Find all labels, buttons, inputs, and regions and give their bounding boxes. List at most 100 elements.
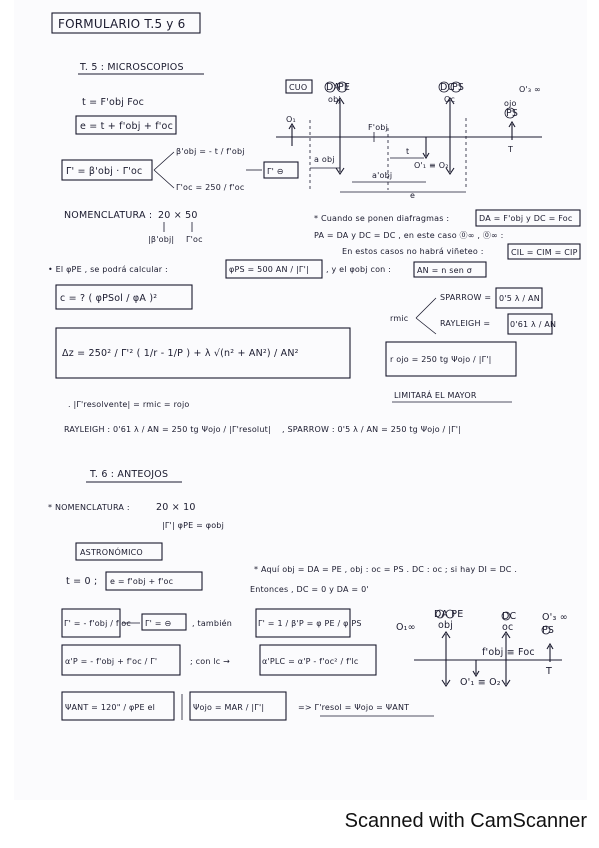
d2-o1o2-label: O'₁ ≡ O₂ [460, 677, 501, 688]
d2-final-arrowhead [546, 642, 554, 650]
d2-o1-label: O₁∞ [396, 622, 416, 633]
final-relation: => Γ'resol = Ψojo = ΨANT [298, 703, 409, 712]
astronomico-box [75, 542, 163, 561]
dc-marker [438, 81, 450, 93]
objective-lens-arrows [335, 97, 345, 175]
d2-dc-label: DC [502, 611, 517, 622]
beta-obj-def: β'obj = - t / f'obj [176, 147, 245, 156]
t6-e-box [105, 571, 203, 591]
delta-box-text: Δz = 250² / Γ'² ( 1/r - 1/P ) + λ √(n² +… [62, 348, 299, 359]
da-label: DA [326, 82, 340, 93]
final-image-arrowhead [508, 120, 516, 128]
sparrow-box [495, 287, 543, 309]
gamma-sign: Γ' ⊖ [267, 167, 284, 176]
d2-oc-label: oc [502, 622, 513, 633]
eq-e-box [75, 115, 177, 135]
telescope-diagram: O₁∞ DA PE obj DC oc O'₃ ∞ PS f'obj ≡ Foc [396, 609, 568, 688]
psi-ojo-box [189, 691, 287, 721]
notebook-sheet: FORMULARIO T.5 y 6 T. 5 : MICROSCOPIOS t… [14, 0, 587, 800]
obj-label: obj [328, 95, 341, 104]
scanner-watermark: Scanned with CamScanner [344, 810, 587, 832]
cuo-box [285, 79, 313, 94]
eyepiece-lens-arrows [445, 97, 455, 175]
phi-note-pre: • El φPE , se podrá calcular : [48, 265, 168, 274]
e-label: e [410, 191, 415, 200]
intermediate-image-arrowhead [422, 152, 430, 160]
ojo-label: ojo [504, 99, 517, 108]
diafragma-line2: PA = DA y DC = DC , en este caso ⓪∞ , ⓪∞… [314, 231, 504, 240]
alpha-lc-box [259, 644, 377, 676]
aobj-label: a obj [314, 155, 335, 164]
d2-dc-marker [501, 611, 511, 621]
t6-gamma-sign-box [141, 613, 187, 631]
t6-gamma2-box [255, 608, 351, 638]
eq-t: t = F'obj Foc [82, 97, 144, 108]
t6-gamma-box [61, 608, 121, 638]
phi-box-text: φPS = 500 AN / |Γ'| [229, 265, 309, 274]
sparrow-label: SPARROW = [440, 293, 491, 302]
ps2-marker [504, 107, 516, 119]
t6-nomenclature-label: * NOMENCLATURA : [48, 503, 130, 512]
rayleigh2-text: RAYLEIGH : 0'61 λ / AN = 250 tg Ψojo / |… [64, 425, 271, 434]
d2-ps-label: PS [542, 625, 554, 636]
gamma-sign-box [263, 161, 299, 179]
diafragma-box [475, 209, 581, 227]
fobj-label: F'obj [368, 123, 388, 132]
d2-intermediate-arrowhead [472, 670, 480, 678]
t6-nomenclature-sub: |Γ'| φPE = φobj [162, 521, 224, 530]
vineteo-box [507, 243, 581, 260]
t6-heading: T. 6 : ANTEOJOS [89, 469, 168, 480]
t-span-label: t [406, 147, 409, 156]
psi-ant-text: ΨANT = 120" / φPE el [65, 703, 155, 712]
an-box-text: AN = n sen σ [417, 266, 472, 275]
psi-ant-box [61, 691, 175, 721]
d2-pe-marker [445, 609, 455, 619]
gamma-oc-def: Γ'oc = 250 / f'oc [176, 183, 245, 192]
d2-eyepiece-arrows [501, 631, 511, 687]
rmic-label: rmic [390, 314, 408, 323]
ps-label: PS [452, 82, 464, 93]
eq-e: e = t + f'obj + f'oc [80, 121, 173, 132]
rojo-box [385, 341, 517, 377]
t6-gamma-text: Γ' = - f'obj / f'oc [64, 619, 131, 628]
astronomico-label: ASTRONÓMICO [80, 546, 143, 557]
t-zero: t = 0 ; [66, 576, 97, 587]
vineteo-text: CIL = CIM = CIP [511, 248, 578, 257]
ps-marker [450, 81, 462, 93]
dc-label: DC [440, 82, 455, 93]
nomenclature-label: NOMENCLATURA : [64, 210, 152, 221]
rayleigh-label: RAYLEIGH = [440, 319, 490, 328]
d2-dape-label: DA PE [434, 609, 463, 620]
an-box [413, 261, 487, 278]
object-o1-arrowhead [288, 122, 296, 130]
c-box [55, 284, 193, 310]
aqui-note: * Aquí obj = DA = PE , obj : oc = PS . D… [254, 565, 517, 574]
rayleigh-frac: 0'61 λ / AN [510, 320, 556, 329]
nomenclature-value: 20 × 50 [158, 210, 198, 221]
t6-gamma2-text: Γ' = 1 / β'P = φ PE / φ PS [258, 619, 362, 628]
nomenclature-sub1: |β'obj| [148, 235, 174, 244]
eq-gamma-box [61, 159, 153, 181]
sparrow2-text: , SPARROW : 0'5 λ / AN = 250 tg Ψojo / |… [282, 425, 461, 434]
o3-label: O'₃ ∞ [519, 85, 541, 94]
cuo-label: CUO [289, 83, 307, 92]
rmic-branches [415, 297, 437, 335]
d2-ps-marker [541, 625, 551, 635]
rojo-box-text: r ojo = 250 tg Ψojo / |Γ'| [390, 355, 492, 364]
nomenclature-sub2: Γ'oc [186, 235, 203, 244]
eq-gamma: Γ' = β'obj · Γ'oc [66, 166, 142, 177]
c-box-text: c = ? ( φPSol / φA )² [60, 293, 157, 304]
phi-box [225, 259, 323, 279]
microscope-diagram: CUO DA PE obj DC PS Oc O'₃ ∞ ojo PS [276, 79, 542, 200]
resolvente-text: . |Γ'resolvente| = rmic = rojo [68, 400, 190, 409]
d2-da-marker [435, 609, 445, 619]
t6-nomenclature-value: 20 × 10 [156, 502, 196, 513]
d2-objective-arrows [441, 631, 451, 687]
rayleigh-box [507, 313, 553, 335]
t6-e-box-text: e = f'obj + f'oc [110, 577, 173, 586]
phi-note-post: , y el φobj con : [326, 265, 391, 274]
delta-box [55, 327, 351, 379]
entonces-note: Entonces , DC = 0 y DA = 0' [250, 585, 369, 594]
pe-marker [336, 81, 348, 93]
